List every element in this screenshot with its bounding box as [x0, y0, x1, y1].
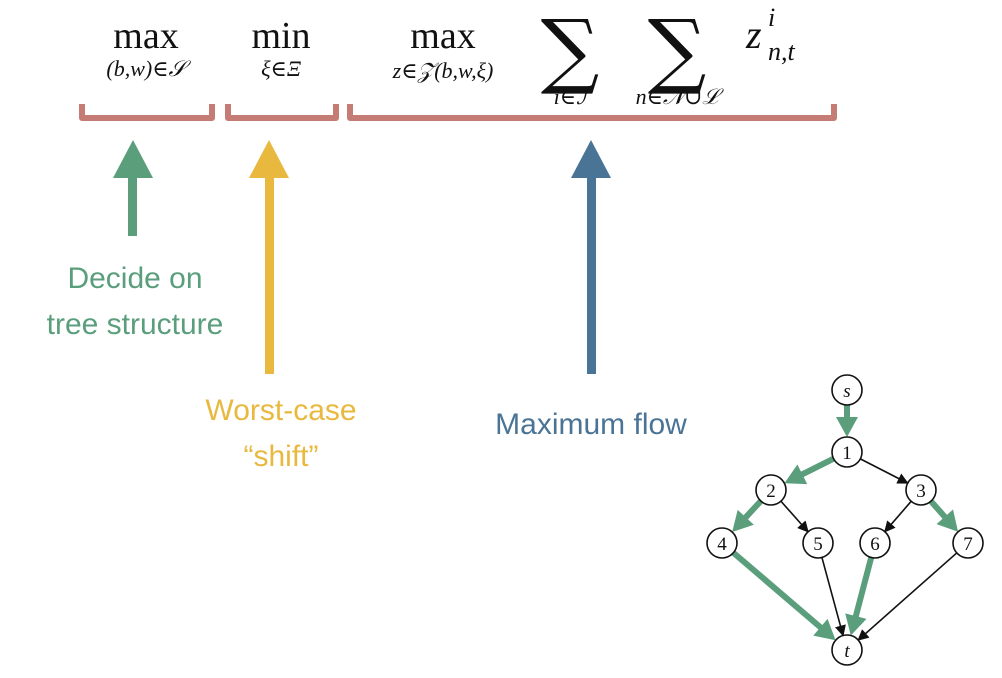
edge-line [927, 498, 948, 520]
formula-variable-z: z [745, 12, 762, 57]
arrow-shift-head [249, 140, 289, 178]
node-circle [952, 527, 984, 559]
edge-line [780, 500, 809, 533]
formula-sum-i-subscript: i∈ℐ [554, 84, 590, 109]
node-label: 2 [766, 481, 776, 502]
node-circle [859, 527, 891, 559]
node-1: 1 [831, 436, 863, 468]
formula-inner-max-operator: max [410, 15, 475, 57]
captions: Decide on tree structure Worst-case “shi… [47, 262, 688, 473]
node-label: 7 [963, 534, 973, 555]
edge-line [799, 455, 837, 478]
edge-2-5 [780, 500, 809, 533]
edge-3-7 [927, 498, 959, 532]
node-circle [831, 634, 863, 666]
caption-tree-line2: tree structure [47, 308, 224, 341]
caption-tree-line1: Decide on [67, 262, 202, 295]
caption-maximum-flow: Maximum flow [495, 408, 687, 441]
node-s: s [831, 374, 863, 406]
formula-max-subscript: (b,w)∈𝒮 [106, 56, 191, 81]
annotation-arrows [113, 140, 611, 374]
formula-sum-n-subscript: n∈𝒩∪ℒ [636, 84, 725, 109]
edge-5-t [821, 557, 846, 637]
node-6: 6 [859, 527, 891, 559]
edge-line [852, 554, 875, 620]
formula-sum-over-n: ∑ [648, 3, 707, 98]
edge-7-t [857, 552, 958, 641]
edge-arrowhead [836, 417, 858, 437]
edge-arrowhead [813, 618, 836, 641]
edge-6-t [845, 554, 875, 636]
formula: max (b,w)∈𝒮 min ξ∈Ξ max z∈𝒵(b,w,ξ) ∑ i∈ℐ… [106, 3, 795, 109]
node-t: t [831, 634, 863, 666]
graph-edges [730, 402, 959, 641]
node-label: s [843, 381, 850, 402]
edge-arrowhead [784, 464, 808, 485]
edge-arrowhead [732, 509, 754, 532]
formula-min-subscript: ξ∈Ξ [261, 56, 301, 81]
node-label: 5 [813, 534, 823, 555]
node-circle [802, 527, 834, 559]
node-label: 3 [916, 481, 926, 502]
edge-line [742, 498, 764, 521]
edge-4-t [730, 549, 836, 641]
node-3: 3 [905, 474, 937, 506]
edge-arrowhead [936, 509, 959, 532]
arrow-worst-case-shift [249, 140, 289, 374]
node-5: 5 [802, 527, 834, 559]
node-circle [831, 374, 863, 406]
caption-shift-line2: “shift” [244, 440, 319, 473]
arrow-shift-shaft [265, 176, 274, 374]
bracket-outer-max [79, 104, 215, 121]
flow-network-graph: s 1 2 3 4 5 6 7 t [706, 374, 984, 666]
node-circle [831, 436, 863, 468]
node-7: 7 [952, 527, 984, 559]
node-2: 2 [755, 474, 787, 506]
formula-max-operator: max [113, 15, 178, 57]
bracket-min [225, 104, 339, 121]
edge-3-6 [884, 500, 912, 533]
formula-variable-superscript: i [768, 3, 775, 32]
edge-line [859, 458, 909, 484]
arrow-tree-structure [113, 140, 153, 236]
node-label: 1 [842, 443, 852, 464]
formula-sum-over-i: ∑ [541, 3, 600, 98]
edge-2-4 [732, 498, 764, 532]
edge-1-2 [784, 455, 837, 485]
node-circle [706, 527, 738, 559]
edge-line [857, 552, 958, 641]
graph-nodes: s 1 2 3 4 5 6 7 t [706, 374, 984, 666]
arrow-tree-head [113, 140, 153, 178]
formula-min-operator: min [251, 15, 310, 57]
arrow-flow-head [571, 140, 611, 178]
edge-line [884, 500, 912, 533]
edge-arrowhead [845, 613, 867, 636]
formula-inner-max-subscript: z∈𝒵(b,w,ξ) [392, 58, 494, 83]
node-4: 4 [706, 527, 738, 559]
caption-shift-line1: Worst-case [205, 394, 356, 427]
node-circle [755, 474, 787, 506]
edge-line [821, 557, 846, 637]
arrow-maximum-flow [571, 140, 611, 374]
underbraces [79, 104, 837, 121]
node-label: 4 [717, 534, 727, 555]
formula-variable-subscript: n,t [768, 37, 796, 66]
node-label: t [844, 641, 850, 662]
node-circle [905, 474, 937, 506]
edge-line [730, 549, 824, 631]
node-label: 6 [870, 534, 880, 555]
edge-1-3 [859, 458, 909, 484]
edge-s-1 [836, 402, 858, 437]
bracket-inner-max [347, 104, 837, 121]
arrow-flow-shaft [587, 176, 596, 374]
arrow-tree-shaft [128, 176, 137, 236]
